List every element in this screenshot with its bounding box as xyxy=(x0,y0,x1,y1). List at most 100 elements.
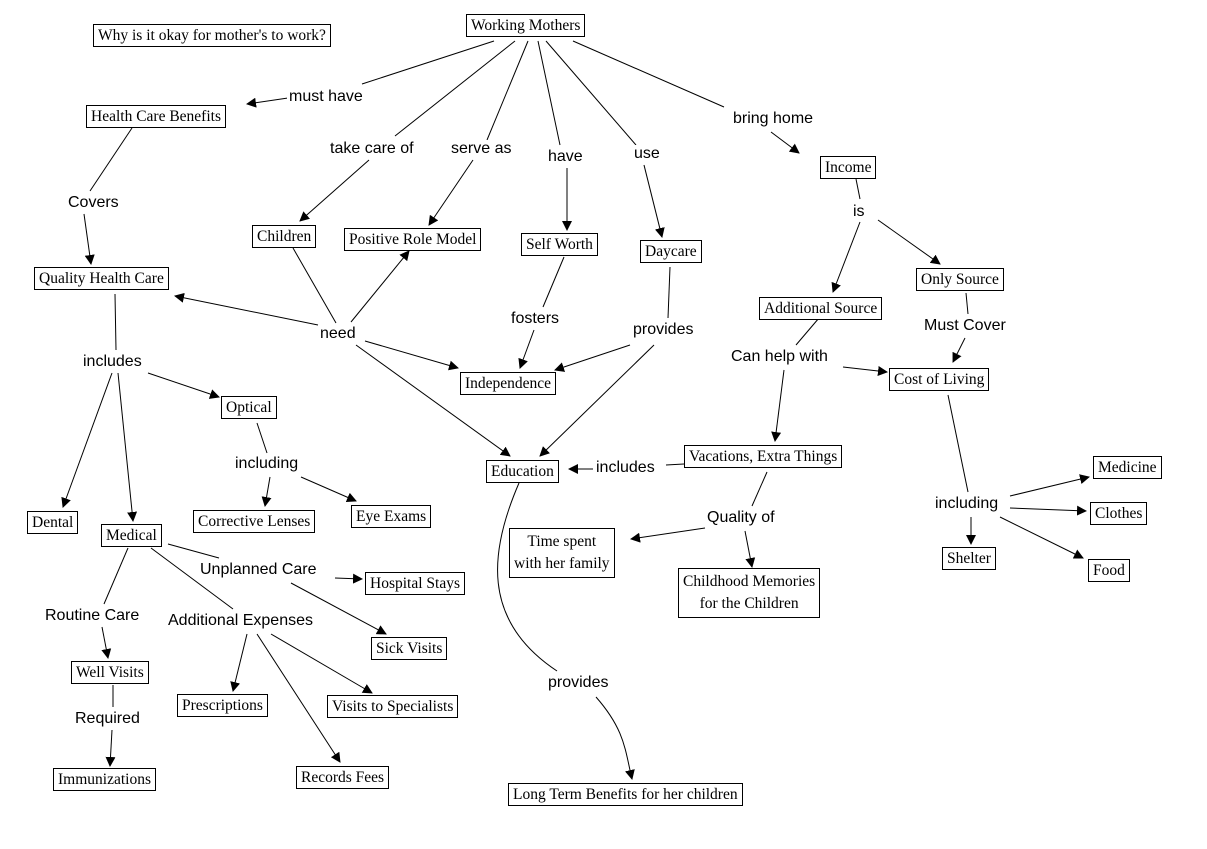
node-well-visits: Well Visits xyxy=(71,661,149,684)
link-provides-daycare: provides xyxy=(631,321,696,339)
node-education: Education xyxy=(486,460,559,483)
edge-takecare-children xyxy=(299,159,370,222)
node-time-spent-with-family: Time spent with her family xyxy=(509,528,615,578)
node-only-source: Only Source xyxy=(916,268,1004,291)
link-additional-expenses: Additional Expenses xyxy=(166,612,315,630)
edge-including-clothes xyxy=(1009,505,1087,516)
node-childhood-memories-line2: for the Children xyxy=(699,595,799,612)
edge-wm-serveas xyxy=(486,40,529,141)
node-daycare: Daycare xyxy=(640,240,702,263)
edge-is-additional xyxy=(831,221,861,293)
edge-additional-canhelp xyxy=(795,317,820,346)
edge-wm-bringhome xyxy=(572,40,725,108)
link-can-help-with: Can help with xyxy=(729,348,830,366)
node-corrective-lenses: Corrective Lenses xyxy=(193,510,316,533)
node-time-spent-line2: with her family xyxy=(514,555,610,572)
edge-selfworth-fosters xyxy=(542,256,565,308)
link-have: have xyxy=(546,148,585,166)
link-unplanned-care: Unplanned Care xyxy=(198,561,319,579)
node-medicine: Medicine xyxy=(1093,456,1162,479)
edge-musthave-hcb xyxy=(246,97,289,108)
edge-canhelp-col xyxy=(842,366,888,376)
edge-medical-unplanned xyxy=(167,543,220,559)
node-income: Income xyxy=(820,156,877,179)
edge-medical-routine xyxy=(103,547,129,605)
edge-qhc-includes xyxy=(114,293,117,351)
edge-optical-including xyxy=(256,422,268,454)
edge-includes-medical xyxy=(117,372,138,522)
link-includes-vacations: includes xyxy=(594,459,657,477)
node-long-term-benefits: Long Term Benefits for her children xyxy=(508,783,743,806)
edge-vacations-qualityof xyxy=(751,471,768,507)
node-self-worth: Self Worth xyxy=(521,233,598,256)
edge-wm-use xyxy=(545,40,637,146)
edge-daycare-provides xyxy=(667,266,671,319)
edge-bringhome-income xyxy=(770,131,800,154)
node-children: Children xyxy=(252,225,317,248)
edge-serveas-prm xyxy=(428,159,474,226)
link-must-have: must have xyxy=(287,88,365,106)
edge-use-daycare xyxy=(643,164,665,238)
node-records-fees: Records Fees xyxy=(296,766,390,789)
link-provides-education: provides xyxy=(546,674,611,692)
edge-provides-independence xyxy=(554,344,631,372)
node-additional-source: Additional Source xyxy=(759,297,883,320)
node-medical: Medical xyxy=(101,524,162,547)
link-bring-home: bring home xyxy=(731,110,816,128)
link-required: Required xyxy=(73,710,142,728)
edge-vacations-includes xyxy=(665,463,685,466)
edge-qualityof-timespent xyxy=(630,527,706,543)
node-working-mothers: Working Mothers xyxy=(466,14,586,37)
edge-additional-records xyxy=(256,633,341,763)
node-cost-of-living: Cost of Living xyxy=(889,368,990,391)
node-independence: Independence xyxy=(460,372,557,395)
edge-includes-dental xyxy=(61,372,113,508)
link-including-col: including xyxy=(933,495,1001,513)
link-includes-qhc: includes xyxy=(81,353,144,371)
node-clothes: Clothes xyxy=(1090,502,1148,525)
edge-provides-education xyxy=(539,344,655,457)
link-including-optical: including xyxy=(233,455,301,473)
node-eye-exams: Eye Exams xyxy=(351,505,432,528)
node-shelter: Shelter xyxy=(942,547,996,570)
edge-onlysource-mustcover xyxy=(965,292,969,315)
diagram-title: Why is it okay for mother's to work? xyxy=(93,24,331,47)
node-visits-to-specialists: Visits to Specialists xyxy=(327,695,459,718)
edge-wm-musthave xyxy=(361,40,495,85)
node-quality-health-care: Quality Health Care xyxy=(34,267,169,290)
edge-wm-have xyxy=(537,40,561,146)
edge-routine-wellvisits xyxy=(101,626,112,659)
link-serve-as: serve as xyxy=(449,140,514,158)
edge-canhelp-vacations xyxy=(771,369,785,442)
edge-need-independence xyxy=(364,340,459,371)
node-health-care-benefits: Health Care Benefits xyxy=(86,105,226,128)
edge-children-need xyxy=(292,247,337,324)
edge-additional-prescriptions xyxy=(230,633,248,692)
edge-additional-specialists xyxy=(270,633,373,694)
node-dental: Dental xyxy=(27,511,79,534)
link-routine-care: Routine Care xyxy=(43,607,142,625)
link-take-care-of: take care of xyxy=(328,140,416,158)
link-quality-of: Quality of xyxy=(705,509,777,527)
edge-required-immunizations xyxy=(105,729,116,767)
node-vacations-extra-things: Vacations, Extra Things xyxy=(684,445,843,468)
node-childhood-memories-line1: Childhood Memories xyxy=(683,573,816,590)
edge-fosters-independence xyxy=(518,329,535,369)
edge-qualityof-memories xyxy=(744,530,756,568)
edge-including-medicine xyxy=(1009,474,1090,497)
edge-including-food xyxy=(999,516,1084,559)
node-positive-role-model: Positive Role Model xyxy=(344,228,482,251)
link-must-cover: Must Cover xyxy=(922,317,1008,335)
node-time-spent-line1: Time spent xyxy=(527,533,597,550)
edge-need-prm xyxy=(350,250,410,323)
edge-includes-optical xyxy=(147,372,220,399)
edge-education-provides xyxy=(497,482,558,672)
edge-is-onlysource xyxy=(877,219,941,265)
edge-unplanned-sick xyxy=(290,582,387,635)
link-need: need xyxy=(318,325,358,343)
node-immunizations: Immunizations xyxy=(53,768,156,791)
edge-need-education xyxy=(355,344,511,457)
node-prescriptions: Prescriptions xyxy=(177,694,268,717)
edge-hcb-covers xyxy=(89,127,133,192)
